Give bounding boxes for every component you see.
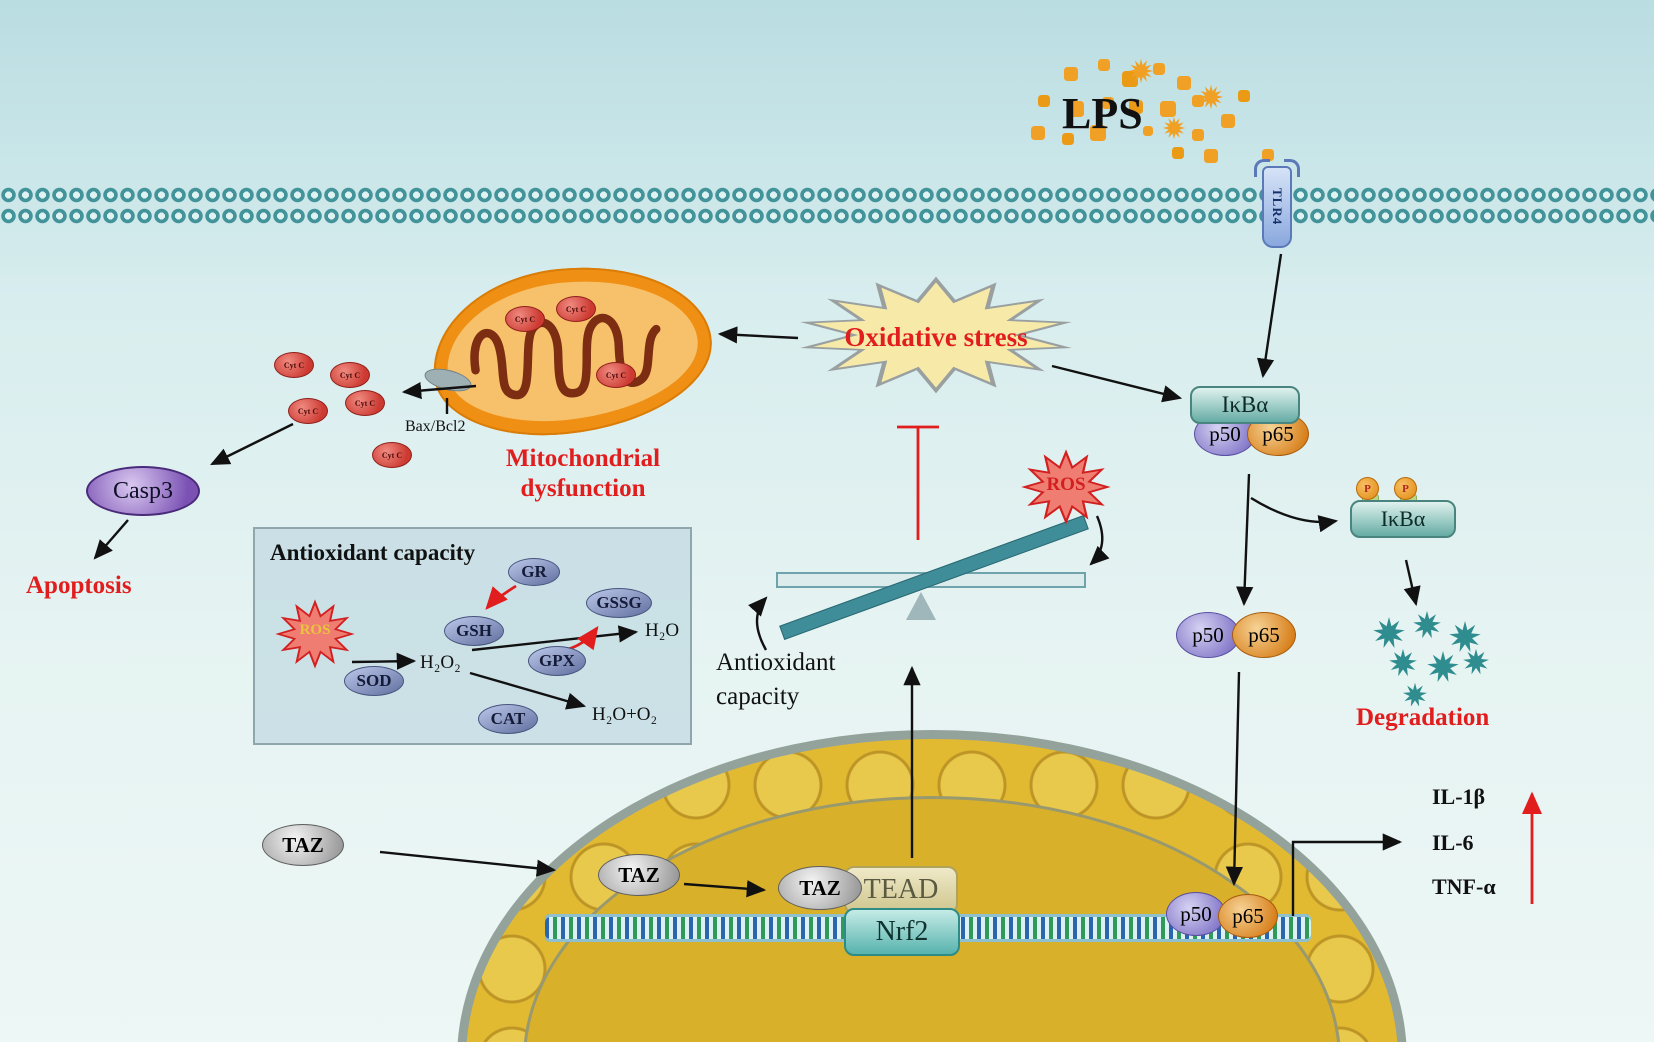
gssg-label: GSSG: [596, 593, 642, 612]
taz-node-cytoplasm: TAZ: [262, 824, 344, 866]
oxidative-stress-label: Oxidative stress: [844, 322, 1028, 352]
sod-label: SOD: [356, 671, 392, 690]
h2o-label: H₂O: [645, 620, 680, 641]
phosphate-label: P: [1364, 482, 1371, 495]
cyt-c-particle: Cyt C: [556, 296, 596, 322]
taz-node-nucleus: TAZ: [598, 854, 680, 896]
p65-node-dna: p65: [1218, 894, 1278, 938]
tlr4-horn-icon: [1254, 159, 1270, 177]
p50-label: p50: [1192, 622, 1224, 647]
cyt-c-label: Cyt C: [339, 370, 361, 380]
mitochondria-cristae-icon: [470, 313, 661, 400]
p50-node-dna: p50: [1166, 892, 1226, 936]
bax-bcl2-label: Bax/Bcl2: [405, 418, 466, 435]
cyt-c-particle: Cyt C: [345, 390, 385, 416]
phosphate-icon: P: [1394, 477, 1417, 500]
degradation-fragment-icon: [1449, 621, 1481, 653]
cyt-c-particle: Cyt C: [330, 362, 370, 388]
degradation-label: Degradation: [1356, 704, 1490, 731]
gr-node: GR: [508, 558, 560, 586]
casp3-node: Casp3: [86, 466, 200, 516]
p50-node: p50: [1176, 612, 1240, 658]
gr-label: GR: [521, 562, 547, 581]
ikba-label: IκBα: [1380, 506, 1426, 531]
p65-label: p65: [1232, 903, 1264, 928]
lps-particle-icon: [1198, 84, 1224, 110]
cell-membrane: [0, 184, 1654, 228]
apoptosis-label: Apoptosis: [26, 572, 132, 599]
cyt-c-label: Cyt C: [283, 360, 305, 370]
taz-label: TAZ: [282, 832, 324, 857]
p65-label: p65: [1262, 421, 1294, 446]
phospho-ikba-pill: IκBα: [1350, 500, 1456, 538]
gpx-label: GPX: [539, 651, 575, 670]
cyt-c-label: Cyt C: [354, 398, 376, 408]
degradation-fragment-icon: [1402, 682, 1428, 707]
tead-node: TEAD: [844, 866, 958, 914]
lps-label: LPS: [1062, 89, 1143, 138]
cyt-c-particle: Cyt C: [288, 398, 328, 424]
gpx-node: GPX: [528, 646, 586, 676]
p65-node: p65: [1232, 612, 1296, 658]
ros-seesaw-label: ROS: [1046, 474, 1086, 495]
taz-label: TAZ: [799, 875, 841, 900]
oxidative-stress-burst-icon: [800, 276, 1072, 394]
degradation-fragment-icon: [1389, 648, 1417, 677]
cyt-c-particle: Cyt C: [596, 362, 636, 388]
p65-label: p65: [1248, 622, 1280, 647]
nrf2-node: Nrf2: [844, 908, 960, 956]
degradation-fragment-icon: [1463, 648, 1489, 675]
antioxidant-panel-title: Antioxidant capacity: [270, 540, 476, 565]
lps-particle-icon: [1128, 58, 1154, 84]
cyt-c-label: Cyt C: [605, 370, 627, 380]
ros-burst-icon: [275, 599, 355, 669]
cat-label: CAT: [490, 709, 526, 728]
antioxidant-capacity-seesaw-label: Antioxidant capacity: [716, 649, 836, 710]
cyt-c-label: Cyt C: [381, 450, 403, 460]
cyt-c-label: Cyt C: [514, 314, 536, 324]
taz-label: TAZ: [618, 862, 660, 887]
ros-label: ROS: [299, 622, 331, 638]
gsh-node: GSH: [444, 616, 504, 646]
cyt-c-label: Cyt C: [565, 304, 587, 314]
lps-particles-icon: [1025, 58, 1027, 60]
cyt-c-label: Cyt C: [297, 406, 319, 416]
cat-node: CAT: [478, 704, 538, 734]
mitochondria: [424, 253, 720, 448]
tlr4-label: TLR4: [1270, 188, 1285, 226]
h2o2-label: H₂O₂: [420, 652, 461, 673]
casp3-label: Casp3: [113, 477, 173, 504]
degradation-fragment-icon: [1427, 651, 1459, 683]
phosphate-label: P: [1402, 482, 1409, 495]
cyt-c-particle: Cyt C: [505, 306, 545, 332]
tlr4-receptor: TLR4: [1254, 159, 1300, 248]
sod-node: SOD: [344, 666, 404, 696]
gsh-label: GSH: [456, 621, 492, 640]
phosphate-icon: P: [1356, 477, 1379, 500]
mitochondrial-dysfunction-label: Mitochondrial dysfunction: [505, 445, 661, 502]
tlr4-horn-icon: [1284, 159, 1300, 177]
ikba-label: IκBα: [1221, 392, 1269, 417]
p50-label: p50: [1180, 901, 1212, 926]
degradation-fragment-icon: [1373, 617, 1405, 649]
gssg-node: GSSG: [586, 588, 652, 618]
degradation-fragment-icon: [1413, 610, 1441, 639]
tead-label: TEAD: [863, 874, 939, 905]
lps-particle-icon: [1162, 116, 1186, 140]
ros-burst-icon: [1021, 449, 1111, 525]
p50-label: p50: [1209, 421, 1241, 446]
cytokine-tnfa-label: TNF-α: [1432, 874, 1496, 899]
cyt-c-particle: Cyt C: [372, 442, 412, 468]
h2o-o2-label: H₂O+O₂: [592, 704, 658, 725]
ikba-complex-pill: IκBα: [1190, 386, 1300, 424]
cytokine-il1b-label: IL-1β: [1432, 784, 1486, 809]
cytokine-il6-label: IL-6: [1432, 830, 1474, 855]
seesaw-pivot-icon: [906, 592, 936, 620]
cyt-c-particle: Cyt C: [274, 352, 314, 378]
taz-node-on-tead: TAZ: [778, 866, 862, 910]
nrf2-label: Nrf2: [875, 916, 929, 947]
